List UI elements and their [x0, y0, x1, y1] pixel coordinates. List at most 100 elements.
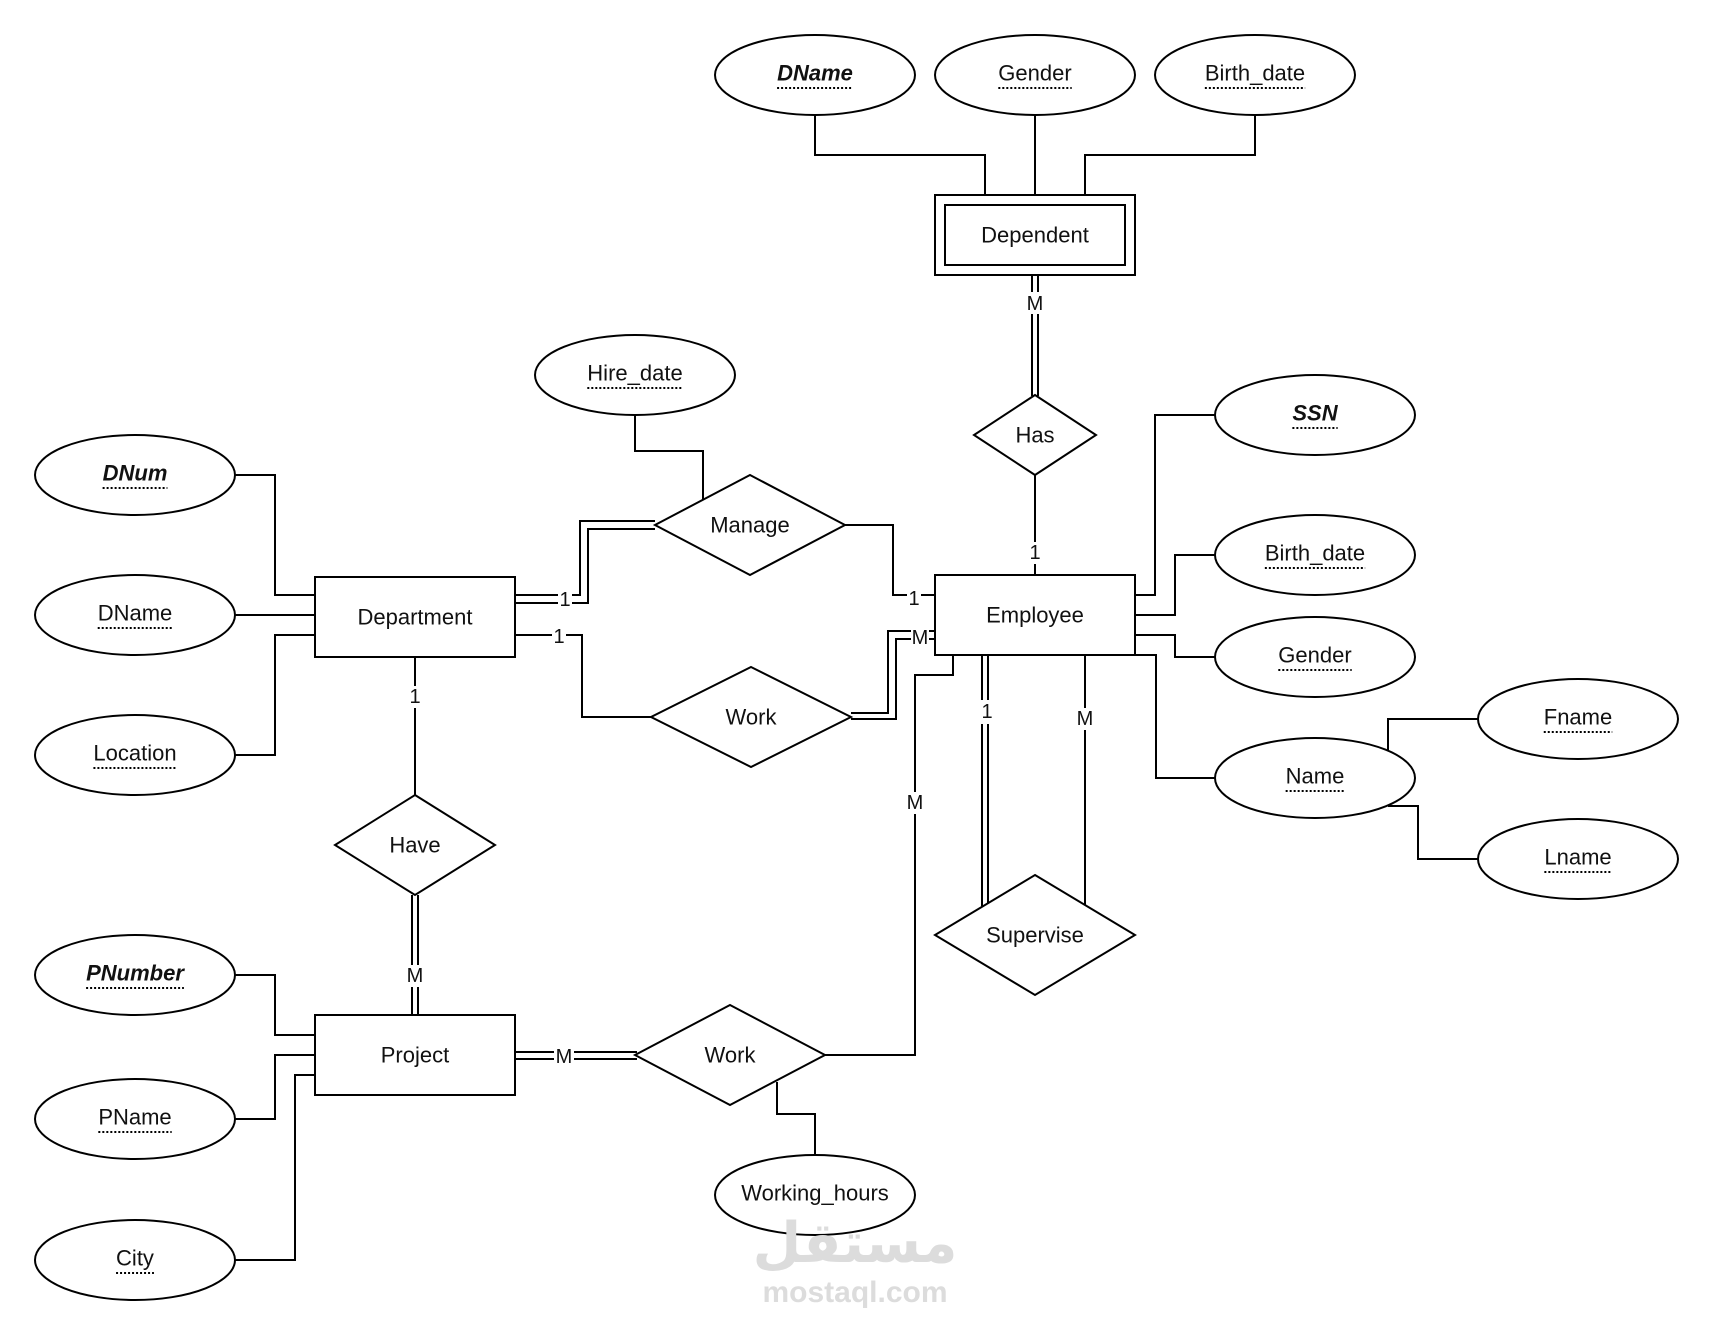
connector-dept-manage-b	[515, 528, 655, 604]
relationship-manage[interactable]: Manage	[652, 473, 848, 577]
connector-dep-dname	[814, 115, 986, 195]
attribute-label: PNumber	[86, 961, 185, 986]
svg-text:1: 1	[553, 626, 564, 648]
cardinality-dependent-has: M	[1026, 292, 1044, 315]
svg-text:1: 1	[409, 686, 420, 708]
relationship-work-project[interactable]: Work	[632, 1003, 828, 1107]
attribute-hire-date[interactable]: Hire_date	[534, 334, 736, 416]
cardinality-work-employee: M	[911, 626, 929, 649]
entity-label: Dependent	[981, 223, 1089, 248]
connector-pname	[235, 1054, 315, 1120]
connector-manage-employee	[845, 524, 935, 596]
attribute-label: Location	[93, 741, 176, 766]
relationship-label: Work	[726, 705, 778, 730]
svg-text:M: M	[1077, 708, 1094, 730]
connector-work-employee-b	[851, 638, 935, 720]
relationship-label: Manage	[710, 513, 790, 538]
attribute-ssn[interactable]: SSN	[1214, 374, 1416, 456]
attribute-dnum[interactable]: DNum	[34, 434, 236, 516]
attribute-location[interactable]: Location	[34, 714, 236, 796]
connector-hiredate-manage	[634, 415, 704, 500]
cardinality-supervise-many: M	[1075, 708, 1095, 730]
relationship-supervise[interactable]: Supervise	[933, 873, 1137, 997]
attribute-name[interactable]: Name	[1214, 737, 1416, 819]
watermark: مستقل mostaql.com	[753, 1211, 958, 1309]
attribute-emp-birth[interactable]: Birth_date	[1214, 514, 1416, 596]
attribute-dep-birth[interactable]: Birth_date	[1154, 34, 1356, 116]
attribute-emp-gender[interactable]: Gender	[1214, 616, 1416, 698]
attribute-lname[interactable]: Lname	[1477, 818, 1679, 900]
attribute-label: Fname	[1544, 705, 1612, 730]
cardinalities: M 1 1 1 1 M 1 M	[405, 292, 1095, 1068]
connector-workproj-employee	[825, 655, 954, 1056]
attribute-label: Lname	[1544, 845, 1611, 870]
connector-dnum	[235, 474, 315, 596]
cardinality-department-work: 1	[552, 624, 566, 648]
connector-city	[235, 1074, 315, 1261]
cardinality-supervise-one: 1	[979, 700, 993, 724]
attribute-label: Birth_date	[1205, 61, 1305, 86]
cardinality-have-project: M	[405, 965, 425, 987]
svg-text:1: 1	[559, 589, 570, 611]
connector-fname	[1387, 718, 1478, 752]
svg-text:1: 1	[981, 701, 992, 723]
attribute-working-hours[interactable]: Working_hours	[714, 1154, 916, 1236]
relationship-label: Work	[705, 1043, 757, 1068]
attribute-label: Gender	[998, 61, 1071, 86]
entity-label: Department	[358, 605, 473, 630]
connector-pnumber	[235, 974, 315, 1036]
attribute-label: DName	[777, 61, 853, 86]
attribute-dep-gender[interactable]: Gender	[934, 34, 1136, 116]
relationship-have[interactable]: Have	[333, 793, 497, 897]
connector-emp-birth	[1135, 554, 1215, 616]
entity-label: Employee	[986, 603, 1084, 628]
attribute-label: Name	[1286, 764, 1345, 789]
connector-dept-work	[515, 634, 651, 718]
connectors	[235, 115, 1478, 1261]
attribute-label: DNum	[103, 461, 168, 486]
connector-emp-gender	[1135, 634, 1215, 658]
svg-text:M: M	[907, 792, 924, 814]
entity-project[interactable]: Project	[314, 1014, 516, 1096]
connector-lname	[1388, 805, 1478, 860]
attribute-label: Gender	[1278, 643, 1351, 668]
svg-text:M: M	[912, 627, 929, 649]
connector-location	[235, 634, 315, 756]
attribute-label: Working_hours	[741, 1181, 889, 1206]
attribute-label: Birth_date	[1265, 541, 1365, 566]
attribute-pname[interactable]: PName	[34, 1078, 236, 1160]
cardinality-project-work: M	[554, 1045, 574, 1068]
attribute-fname[interactable]: Fname	[1477, 678, 1679, 760]
entity-department[interactable]: Department	[314, 576, 516, 658]
relationship-label: Supervise	[986, 923, 1084, 948]
svg-text:M: M	[556, 1046, 573, 1068]
attribute-label: SSN	[1292, 401, 1338, 426]
svg-text:1: 1	[908, 588, 919, 610]
attribute-label: DName	[98, 601, 173, 626]
svg-text:M: M	[407, 965, 424, 987]
relationship-work-department[interactable]: Work	[648, 665, 854, 769]
connector-ssn	[1135, 414, 1215, 596]
attribute-label: City	[116, 1246, 154, 1271]
relationship-label: Has	[1015, 423, 1054, 448]
watermark-arabic: مستقل	[753, 1211, 958, 1276]
svg-text:1: 1	[1029, 542, 1040, 564]
cardinality-has-employee: 1	[1028, 542, 1042, 564]
cardinality-department-manage: 1	[558, 588, 572, 611]
entity-dependent[interactable]: Dependent	[934, 194, 1136, 276]
attribute-pnumber[interactable]: PNumber	[34, 934, 236, 1016]
connector-dep-birth	[1084, 115, 1256, 195]
connector-dept-manage-a	[515, 520, 655, 596]
connector-name	[1135, 654, 1215, 779]
attribute-label: Hire_date	[587, 361, 682, 386]
cardinality-department-have: 1	[408, 686, 422, 708]
relationship-has[interactable]: Has	[972, 393, 1098, 477]
attribute-city[interactable]: City	[34, 1219, 236, 1301]
attribute-dep-dname[interactable]: DName	[714, 34, 916, 116]
cardinality-manage-employee: 1	[907, 588, 921, 610]
entity-label: Project	[381, 1043, 449, 1068]
entity-employee[interactable]: Employee	[934, 574, 1136, 656]
attribute-dname[interactable]: DName	[34, 574, 236, 656]
